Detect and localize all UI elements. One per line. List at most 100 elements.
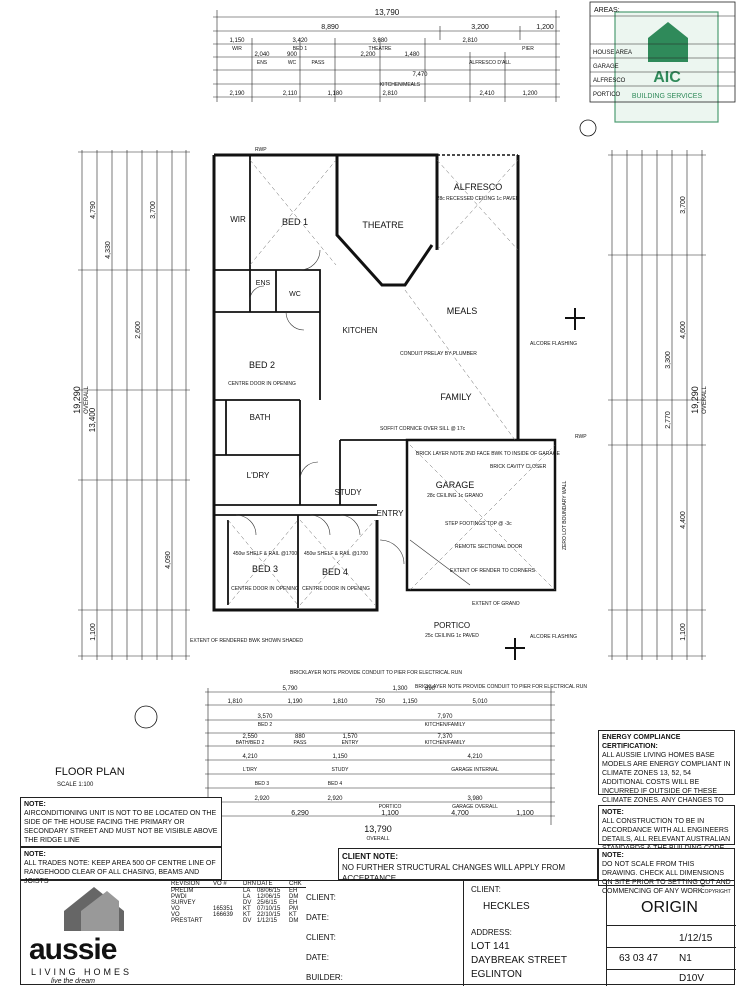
alcore-flashing-top: ALCORE FLASHING	[530, 341, 577, 347]
revision-cell: 22/10/15	[257, 912, 281, 918]
revision-cell: DV	[243, 900, 252, 906]
bottom-dimensions	[205, 688, 555, 825]
brick-layer-note: BRICK LAYER NOTE 2ND FACE BWK TO INSIDE …	[416, 451, 561, 457]
bottom-row5-1: 4,210	[242, 754, 258, 760]
flashing-symbol-top	[565, 308, 585, 330]
bottom-row5-label-1: L'DRY	[243, 767, 258, 773]
bottom-row1-2: 1,300	[392, 686, 408, 692]
builder-label: BUILDER:	[306, 973, 343, 982]
rangehood-note-text: ALL TRADES NOTE: KEEP AREA 500 OF CENTRE…	[24, 860, 216, 885]
left-dim-6: 1,100	[90, 623, 97, 641]
scale-note-box: NOTE: DO NOT SCALE FROM THIS DRAWING. CH…	[598, 848, 735, 895]
section-marker-bottom	[134, 705, 158, 729]
top-row3-1: 2,040	[254, 52, 270, 58]
bottom-row3-2: 7,970	[437, 714, 453, 720]
top-row3-label-2: WC	[288, 60, 297, 66]
bed4-shelf: 450w SHELF & RAIL @1700	[304, 551, 368, 557]
conduit-prelay-note: CONDUIT PRELAY BY PLUMBER	[400, 351, 477, 357]
job-number: 63 03 47	[619, 953, 658, 964]
bottom-row3-label-2: KITCHEN/FAMILY	[425, 722, 466, 728]
rev-h-drn: DRN	[243, 881, 256, 887]
room-kitchen: KITCHEN	[342, 326, 377, 335]
floor-plan-title: FLOOR PLAN	[55, 766, 125, 778]
remote-door-note: REMOTE SECTIONAL DOOR	[455, 544, 523, 550]
address-label: ADDRESS:	[471, 928, 512, 937]
room-bed2: BED 2	[249, 360, 275, 370]
rangehood-note-title: NOTE:	[24, 851, 46, 858]
room-bed3: BED 3	[252, 564, 278, 574]
bottom-row6-1: 2,920	[254, 796, 270, 802]
bottom-row2-3: 1,810	[332, 699, 348, 705]
revision-cell: 25/6/15	[257, 900, 278, 906]
bed3-door: CENTRE DOOR IN OPENING	[231, 586, 299, 592]
revision-cell: 166639	[213, 912, 234, 918]
revision-cell: PM	[289, 906, 298, 912]
top-row3-label-4: ALFRESCO D'ALL	[469, 60, 511, 66]
bottom-row3-label-1: BED 2	[258, 722, 273, 728]
top-row2-label-2: BED 1	[293, 46, 308, 52]
top-row3-5: 7,470	[412, 72, 428, 78]
revision-cell: PRESTART	[171, 918, 203, 924]
bottom-row7-label-1: PORTICO	[379, 804, 402, 810]
rev-h-chk: CHK	[289, 881, 302, 887]
revision-cell: 165351	[213, 906, 234, 912]
room-theatre: THEATRE	[362, 220, 403, 230]
left-sub-dim: 13,400	[88, 407, 97, 432]
client-note-box: CLIENT NOTE: NO FURTHER STRUCTURAL CHANG…	[338, 848, 598, 883]
bottom-overall-dim: 13,790	[364, 824, 392, 834]
alcore-flashing-bottom: ALCORE FLASHING	[530, 634, 577, 640]
revision-cell: PRELIM	[171, 888, 194, 894]
top-row2-2: 3,420	[292, 38, 308, 44]
right-dim-4: 2,770	[665, 411, 672, 429]
internal-walls	[214, 155, 407, 608]
model-name: ORIGIN	[641, 899, 698, 916]
stamp-sub: BUILDING SERVICES	[632, 93, 703, 100]
extent-render-note: EXTENT OF RENDER TO CORNERS	[450, 568, 536, 574]
left-dim-1: 4,790	[90, 201, 97, 219]
right-overall-dim: 19,290	[690, 386, 700, 414]
section-marker-top	[579, 119, 597, 137]
right-dim-2: 4,600	[680, 321, 687, 339]
rev-h-revision: REVISION	[171, 881, 200, 887]
bottom-row2-6: 5,010	[472, 699, 488, 705]
address-line2: DAYBREAK STREET	[471, 955, 567, 966]
areas-title: AREAS:	[594, 7, 620, 14]
bottom-row4-1: 2,550	[242, 734, 258, 740]
revision-cell: KT	[243, 912, 251, 918]
room-wir: WIR	[230, 215, 246, 224]
bottom-row7-1: 6,290	[291, 810, 309, 817]
left-dim-4: 2,600	[135, 321, 142, 339]
soffit-note: SOFFIT CORNICE OVER SILL @ 17c	[380, 426, 466, 432]
revision-cell: EH	[289, 888, 298, 894]
revision-cell: EH	[289, 900, 298, 906]
room-study: STUDY	[334, 488, 362, 497]
client-note-title: CLIENT NOTE:	[342, 852, 398, 861]
revision-cell: PWDI	[171, 894, 187, 900]
aussie-logo-house-icon	[59, 881, 129, 933]
aussie-logo-word: aussie	[29, 933, 117, 966]
room-wc: WC	[289, 291, 301, 298]
address-line1: LOT 141	[471, 941, 510, 952]
revision-cell: DV	[243, 918, 252, 924]
client-name-label: CLIENT:	[471, 885, 501, 894]
portico-note: 25c CEILING 1c PAVED	[425, 633, 479, 639]
left-dim-3: 3,700	[150, 201, 157, 219]
stamp-name: AIC	[653, 69, 681, 86]
date-label-2: DATE:	[306, 953, 329, 962]
room-alfresco: ALFRESCO	[454, 182, 503, 192]
top-row2-label-4: PIER	[522, 46, 534, 52]
revision-code: N1	[679, 953, 692, 964]
top-row3-3: 2,200	[360, 52, 376, 58]
client-note-text: NO FURTHER STRUCTURAL CHANGES WILL APPLY…	[342, 863, 565, 883]
extent-grano-note: EXTENT OF GRANO	[472, 601, 520, 607]
top-dim-2: 3,200	[471, 24, 489, 31]
client-label-2: CLIENT:	[306, 933, 336, 942]
bottom-row6-2: 2,920	[327, 796, 343, 802]
bottom-row1-3: 890	[425, 686, 436, 692]
extent-rendered-note: EXTENT OF RENDERED BWK SHOWN SHADED	[190, 638, 303, 644]
